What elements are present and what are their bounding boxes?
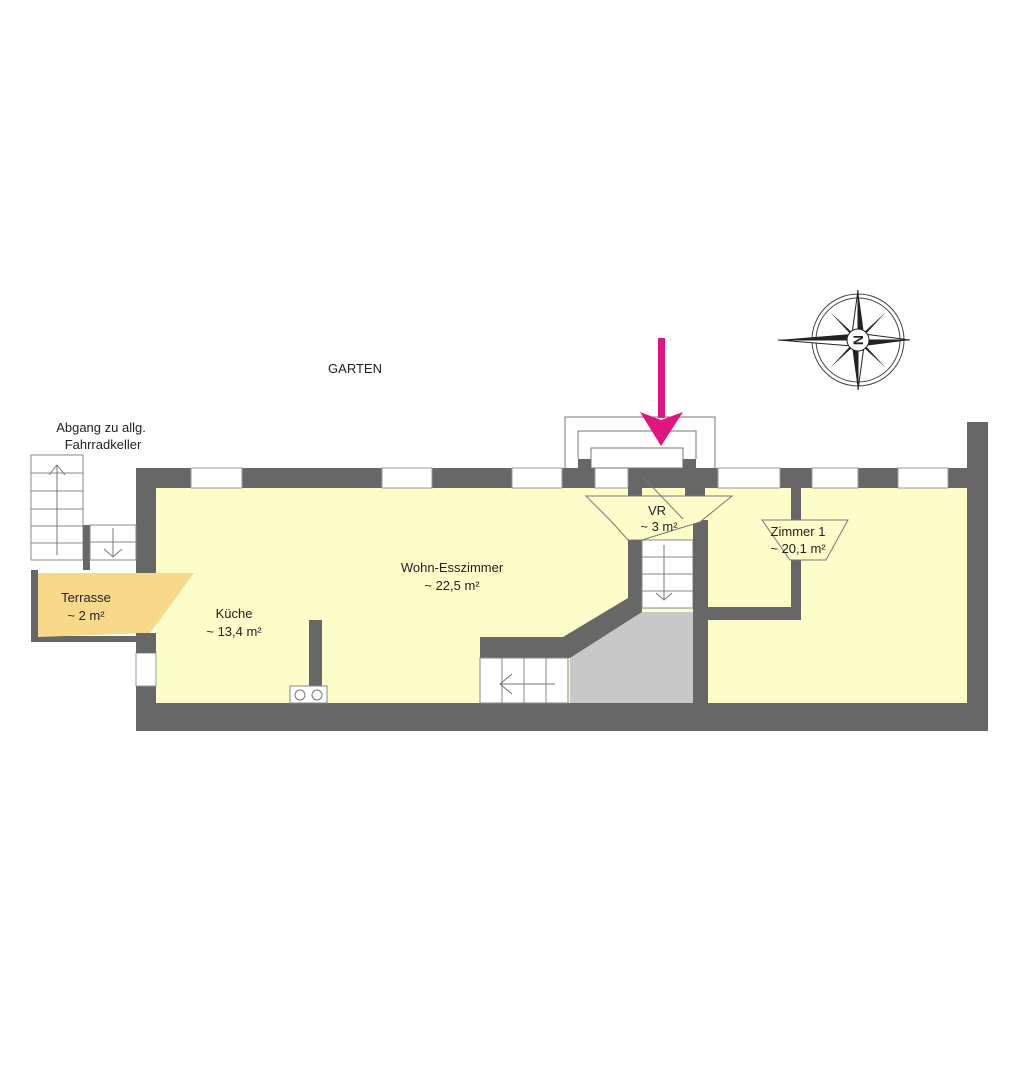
room-area-zimmer-1: ~ 20,1 m²: [770, 541, 826, 556]
room-area-kueche: ~ 13,4 m²: [206, 624, 262, 639]
door-swing: [641, 475, 684, 520]
room-area-wohn-esszimmer: ~ 22,5 m²: [424, 578, 480, 593]
arrow-left-icon: [499, 673, 555, 695]
stairwell: [570, 612, 693, 703]
inner-stairs-upper: [641, 539, 694, 609]
room-name-terrasse: Terrasse: [61, 590, 111, 605]
kitchen-partition-wall: [309, 620, 322, 688]
room-name-vr: VR: [648, 503, 666, 518]
zimmer-label-shape: [761, 519, 849, 561]
outside-stairs: [30, 454, 137, 570]
stair-wall: [480, 540, 642, 658]
stair-access-label: Fahrradkeller: [65, 437, 142, 452]
entry-canopy: [564, 416, 716, 469]
garden-label: GARTEN: [328, 361, 382, 376]
arrow-down-icon: [655, 545, 673, 601]
terrace: [31, 570, 194, 653]
stair-access-label: Abgang zu allg.: [56, 420, 146, 435]
inner-stairs-lower: [479, 657, 569, 704]
room-area-terrasse: ~ 2 m²: [67, 608, 105, 623]
entrance-arrow-icon: [640, 338, 683, 446]
compass-icon: N: [777, 289, 911, 391]
windows: [135, 467, 949, 687]
room-name-wohn-esszimmer: Wohn-Esszimmer: [401, 560, 504, 575]
arrow-down-icon: [103, 528, 123, 558]
vr-label-shape: [584, 495, 734, 541]
room-name-zimmer-1: Zimmer 1: [771, 524, 826, 539]
svg-text:N: N: [850, 335, 866, 345]
arrow-up-icon: [48, 464, 66, 555]
room-area-vr: ~ 3 m²: [640, 519, 678, 534]
interior-walls: [628, 488, 801, 703]
room-name-kueche: Küche: [216, 606, 253, 621]
stove-icon: [289, 685, 328, 704]
